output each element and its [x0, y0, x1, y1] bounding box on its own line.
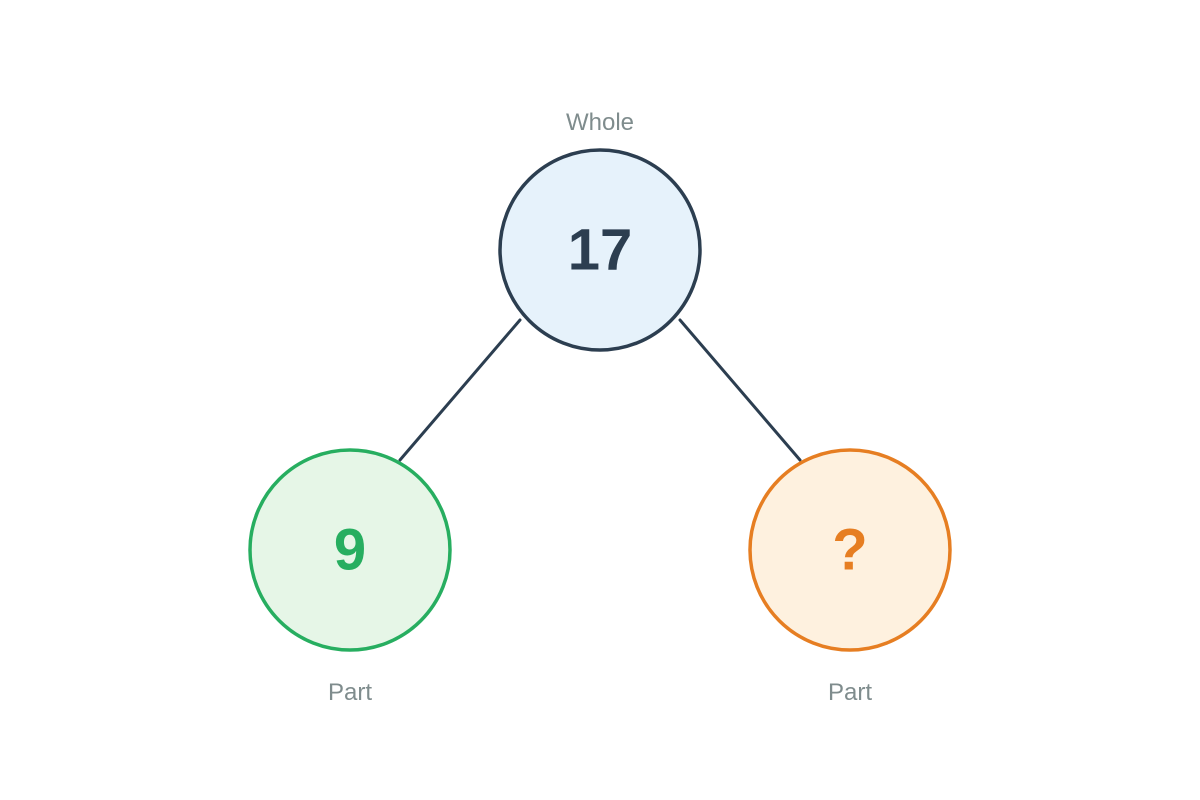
whole-label: Whole: [566, 109, 634, 136]
connector-left: [398, 318, 522, 462]
left-part-label: Part: [328, 679, 372, 706]
left-part-value: 9: [334, 518, 366, 583]
right-part-value: ?: [832, 518, 867, 583]
left-part-circle: [248, 448, 452, 652]
right-part-circle: [748, 448, 952, 652]
connector-right: [678, 318, 802, 462]
whole-value: 17: [568, 218, 633, 283]
right-part-label: Part: [828, 679, 872, 706]
whole-circle: [498, 148, 702, 352]
